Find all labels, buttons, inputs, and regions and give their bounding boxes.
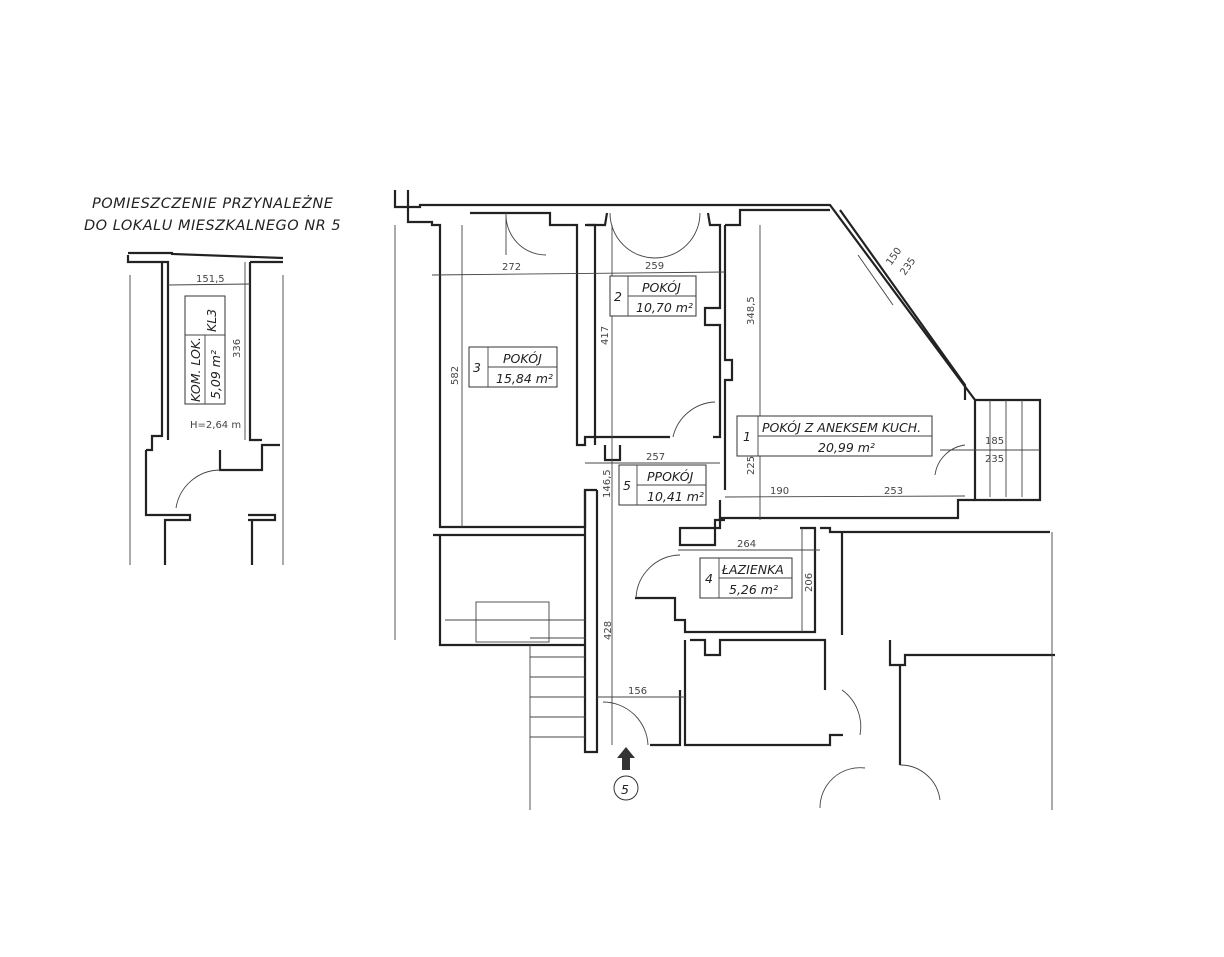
- svg-text:15,84 m²: 15,84 m²: [496, 371, 553, 386]
- svg-text:185: 185: [985, 436, 1004, 447]
- svg-text:3: 3: [473, 360, 481, 375]
- annex-height: H=2,64 m: [190, 420, 241, 431]
- svg-text:272: 272: [502, 262, 521, 273]
- room-label-2: 2 POKÓJ 10,70 m²: [609, 275, 697, 317]
- main-plan: [393, 190, 1055, 810]
- annex-title-line2: DO LOKALU MIESZKALNEGO NR 5: [84, 218, 341, 234]
- svg-text:253: 253: [884, 486, 903, 497]
- svg-text:10,41 m²: 10,41 m²: [647, 489, 704, 504]
- svg-text:235: 235: [985, 454, 1004, 465]
- svg-text:20,99 m²: 20,99 m²: [818, 440, 875, 455]
- annex-area: 5,09 m²: [208, 350, 223, 399]
- svg-text:428: 428: [603, 621, 614, 640]
- svg-text:156: 156: [628, 686, 647, 697]
- svg-text:POKÓJ Z ANEKSEM KUCH.: POKÓJ Z ANEKSEM KUCH.: [762, 420, 921, 435]
- room-label-4: 4 ŁAZIENKA 5,26 m²: [699, 557, 793, 599]
- svg-text:5,26 m²: 5,26 m²: [729, 582, 778, 597]
- svg-text:417: 417: [600, 326, 611, 345]
- svg-text:225: 225: [746, 456, 757, 475]
- svg-text:146,5: 146,5: [602, 469, 613, 498]
- svg-text:PPOKÓJ: PPOKÓJ: [647, 469, 694, 484]
- svg-text:ŁAZIENKA: ŁAZIENKA: [721, 562, 784, 577]
- annex-plan: [126, 251, 284, 565]
- svg-text:259: 259: [645, 261, 664, 272]
- staircase-left: [445, 601, 585, 738]
- svg-text:235: 235: [898, 256, 918, 278]
- annex-title-line1: POMIESZCZENIE PRZYNALEŻNE: [92, 194, 334, 212]
- svg-text:10,70 m²: 10,70 m²: [636, 300, 693, 315]
- dimension-labels: 272 582 259 417 348,5 225 190 253 150 23…: [450, 246, 1004, 697]
- annex-name: KOM. LOK.: [188, 337, 203, 402]
- svg-text:190: 190: [770, 486, 789, 497]
- svg-text:206: 206: [804, 573, 815, 592]
- svg-text:4: 4: [705, 571, 713, 586]
- staircase-right: [940, 400, 1040, 497]
- entrance-number: 5: [621, 782, 629, 797]
- annex-code: KL3: [204, 309, 219, 332]
- entrance-arrow-icon: [617, 747, 635, 770]
- svg-text:348,5: 348,5: [746, 296, 757, 325]
- svg-text:POKÓJ: POKÓJ: [503, 351, 542, 366]
- annex-dim-width: 151,5: [196, 274, 225, 285]
- svg-text:150: 150: [884, 246, 904, 268]
- room-label-5: 5 PPOKÓJ 10,41 m²: [618, 464, 707, 506]
- svg-text:POKÓJ: POKÓJ: [642, 280, 681, 295]
- svg-text:1: 1: [743, 429, 751, 444]
- svg-text:2: 2: [614, 289, 622, 304]
- svg-text:264: 264: [737, 539, 756, 550]
- svg-text:582: 582: [450, 366, 461, 385]
- svg-text:5: 5: [623, 478, 631, 493]
- annex-dim-length: 336: [232, 339, 243, 358]
- room-label-3: 3 POKÓJ 15,84 m²: [468, 346, 558, 388]
- room-label-1: 1 POKÓJ Z ANEKSEM KUCH. 20,99 m²: [736, 415, 933, 457]
- entrance-marker: [613, 775, 639, 801]
- svg-text:257: 257: [646, 452, 665, 463]
